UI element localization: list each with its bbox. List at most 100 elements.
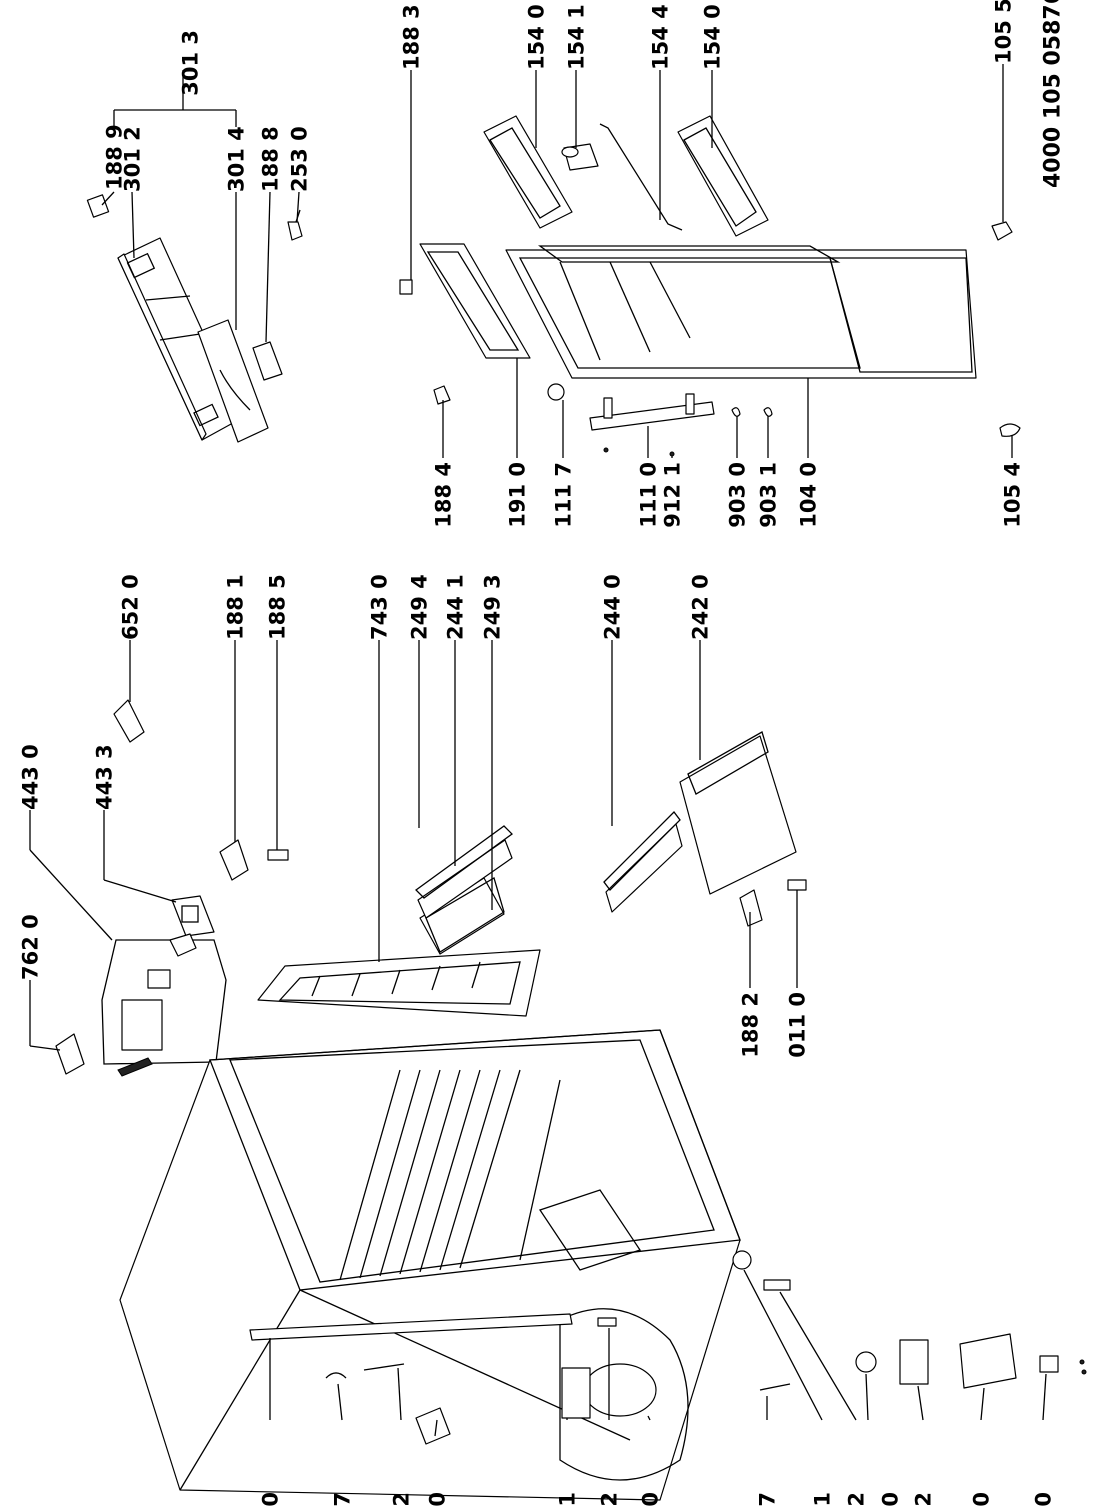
- part-7620-shape: [55, 1033, 85, 1075]
- glass-shelf-upper-part: [415, 825, 513, 955]
- part-4910-shape: [959, 1333, 1017, 1389]
- label-743-0: 743 0: [367, 574, 391, 640]
- hinge-bottom-part: [999, 423, 1021, 437]
- label-652-0: 652 0: [118, 574, 142, 640]
- label-188-4: 188 4: [431, 462, 455, 528]
- label-614-0: 614 0: [878, 1492, 902, 1511]
- part-1888-shape: [252, 341, 283, 381]
- part-9030-shape: [731, 407, 741, 417]
- label-301-3: 301 3: [178, 30, 202, 96]
- label-111-0: 111 0: [636, 462, 660, 528]
- part-6917-shape: [325, 1372, 347, 1379]
- label-443-0: 443 0: [18, 744, 42, 810]
- label-154-4: 154 4: [648, 4, 672, 70]
- leader-lines: [29, 64, 1047, 1437]
- part-5612-shape: [899, 1339, 929, 1385]
- lamp-housing-part: [171, 895, 215, 937]
- label-993-2: 993 2: [389, 1492, 413, 1511]
- label-104-0: 104 0: [796, 462, 820, 528]
- label-301-2: 301 2: [120, 126, 144, 192]
- label-244-0: 244 0: [600, 574, 624, 640]
- label-912-1: 912 1: [660, 462, 684, 528]
- label-011-0: 011 0: [785, 992, 809, 1058]
- label-244-1: 244 1: [443, 574, 467, 640]
- label-491-0: 491 0: [969, 1492, 993, 1511]
- label-188-5: 188 5: [265, 574, 289, 640]
- label-783-7: 783 7: [755, 1492, 779, 1511]
- label-012-2: 012 2: [844, 1492, 868, 1511]
- compressor-area-part: [559, 1308, 689, 1481]
- decor-plate-part: [197, 319, 269, 443]
- part-9121-screw-a: [603, 447, 609, 453]
- label-105-5: 105 5: [991, 0, 1015, 64]
- label-188-1: 188 1: [223, 574, 247, 640]
- label-012-1: 012 1: [810, 1492, 834, 1511]
- label-154-0-a: 154 0: [524, 4, 548, 70]
- label-191-0: 191 0: [505, 462, 529, 528]
- label-443-3: 443 3: [92, 744, 116, 810]
- control-panel-part: [117, 237, 243, 441]
- glass-shelf-lower-part: [603, 811, 683, 913]
- label-188-2: 188 2: [738, 992, 762, 1058]
- label-643-0: 643 0: [425, 1492, 449, 1511]
- part-9031-shape: [763, 407, 773, 417]
- label-253-0: 253 0: [287, 126, 311, 192]
- part-7642-shape: [597, 1317, 617, 1327]
- part-2530-shape: [287, 209, 303, 241]
- door-part: [505, 245, 977, 379]
- part-1889-shape: [86, 194, 110, 218]
- part-1883-shape: [399, 279, 413, 295]
- part-7837-shape: [759, 1383, 791, 1391]
- thermostat-group-part: [101, 933, 227, 1077]
- label-764-2: 764 2: [597, 1492, 621, 1511]
- label-154-0-b: 154 0: [700, 4, 724, 70]
- document-id: 4000 105 05876: [1041, 0, 1066, 188]
- label-188-3: 188 3: [399, 4, 423, 70]
- part-0122-shape: [763, 1279, 791, 1291]
- label-903-1: 903 1: [756, 462, 780, 528]
- part-9121-screw-b: [669, 451, 675, 457]
- label-154-1: 154 1: [564, 4, 588, 70]
- part-1544-rod: [599, 123, 683, 231]
- label-903-0: 903 0: [725, 462, 749, 528]
- label-402-1: 402 1: [555, 1492, 579, 1511]
- part-1881-shape: [219, 839, 249, 881]
- door-handle-part: [589, 393, 715, 431]
- part-1541-shape: [561, 143, 599, 171]
- part-1117-shape: [547, 383, 565, 401]
- label-402-0: 402 0: [638, 1492, 662, 1511]
- label-188-8: 188 8: [258, 126, 282, 192]
- part-4200-shape: [1039, 1355, 1087, 1375]
- part-9932-shape: [363, 1363, 405, 1371]
- part-0121-shape: [732, 1250, 752, 1270]
- part-6430-shape: [415, 1407, 451, 1445]
- part-1885-shape: [267, 849, 289, 861]
- label-762-0: 762 0: [18, 914, 42, 980]
- label-561-2: 561 2: [911, 1492, 935, 1511]
- door-shelf-part-a: [483, 115, 573, 229]
- label-420-0: 420 0: [1031, 1492, 1055, 1511]
- door-shelf-part-b: [677, 115, 769, 237]
- crisper-drawer-part: [679, 731, 797, 895]
- door-gasket-part: [419, 243, 531, 359]
- shelf-cover-part: [257, 949, 541, 1017]
- label-188-9: 188 9: [102, 124, 126, 190]
- hinge-top-part: [991, 221, 1013, 241]
- label-740-0: 740 0: [258, 1492, 282, 1511]
- part-6140-shape: [855, 1351, 877, 1373]
- label-249-3: 249 3: [480, 574, 504, 640]
- part-1882-shape: [739, 889, 763, 927]
- part-0110-shape: [787, 879, 807, 891]
- label-249-4: 249 4: [407, 574, 431, 640]
- part-1884-shape: [433, 385, 451, 405]
- rail-part: [249, 1313, 573, 1341]
- label-242-0: 242 0: [688, 574, 712, 640]
- part-6520-shape: [113, 699, 145, 743]
- label-301-4: 301 4: [224, 126, 248, 192]
- label-691-7: 691 7: [330, 1492, 354, 1511]
- label-105-4: 105 4: [1000, 462, 1024, 528]
- part-labels: 301 3 188 9 301 2 301 4 188 8 253 0 188 …: [18, 0, 1065, 1511]
- label-111-7: 111 7: [551, 462, 575, 528]
